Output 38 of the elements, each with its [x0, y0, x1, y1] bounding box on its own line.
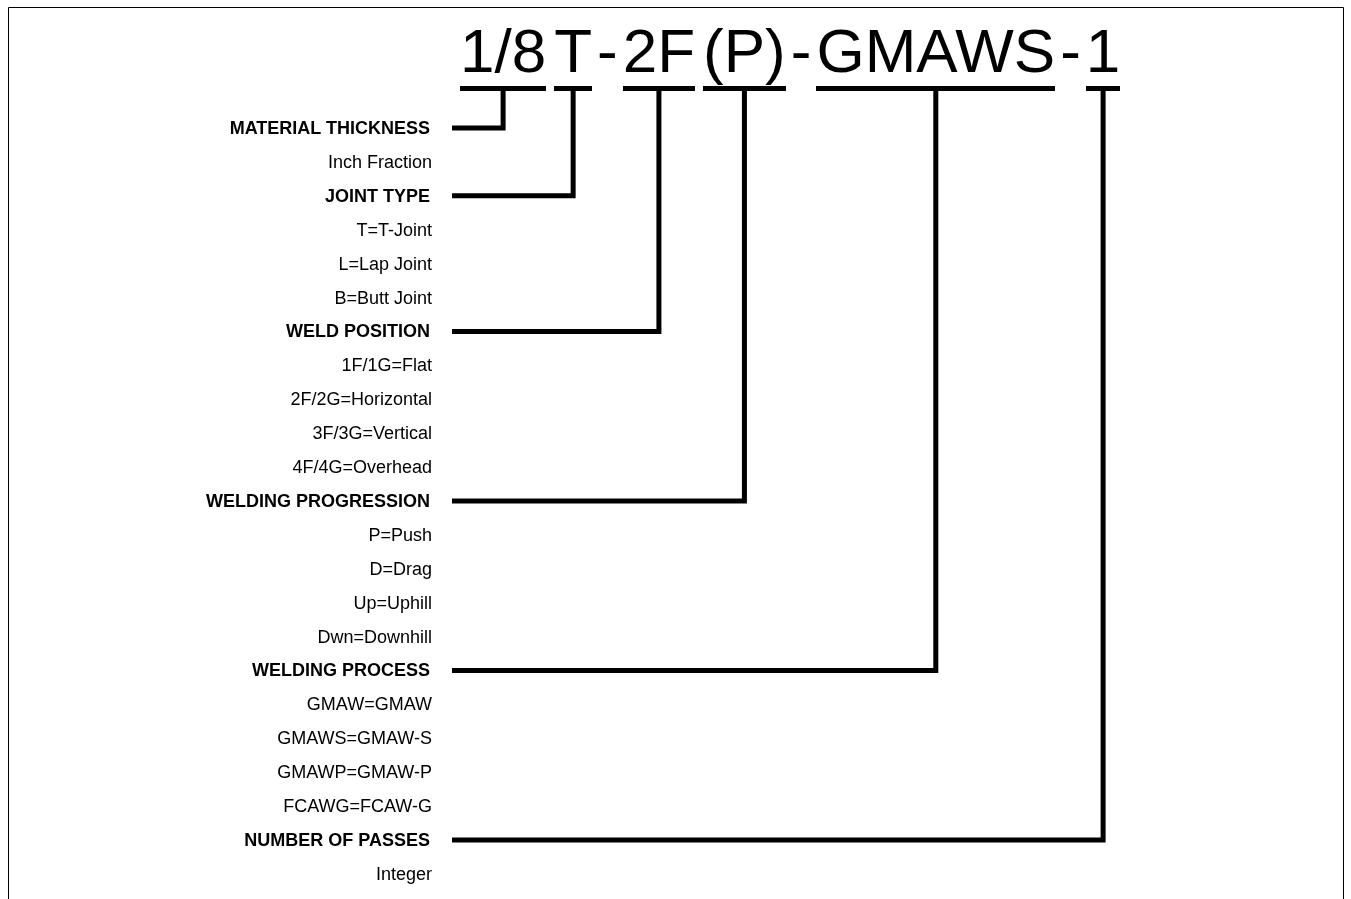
leader-line: [452, 89, 747, 504]
code-segment: GMAWS: [816, 16, 1056, 91]
option-text: Inch Fraction: [326, 150, 432, 173]
leader-line: [452, 89, 939, 673]
option-text: 3F/3G=Vertical: [311, 422, 432, 445]
category-heading: WELD POSITION: [40, 320, 452, 343]
separator-dash: -: [790, 16, 812, 86]
category-heading: WELDING PROCESS: [40, 659, 452, 682]
option-text: L=Lap Joint: [337, 252, 432, 275]
option-text: P=Push: [367, 523, 432, 546]
option-text: B=Butt Joint: [333, 286, 432, 309]
leader-line: [452, 89, 662, 334]
option-text: FCAWG=FCAW-G: [282, 795, 432, 817]
option-text: Integer: [374, 862, 432, 885]
category-heading: MATERIAL THICKNESS: [40, 117, 452, 139]
code-segment: T: [554, 16, 593, 91]
option-text: D=Drag: [368, 557, 432, 580]
code-segment: 2F: [622, 16, 696, 91]
code-segment: (P): [703, 16, 786, 91]
category-heading: JOINT TYPE: [40, 184, 452, 207]
option-text: GMAWS=GMAW-S: [276, 727, 432, 750]
category-heading: NUMBER OF PASSES: [40, 828, 452, 851]
option-text: GMAWP=GMAW-P: [276, 761, 432, 784]
separator-dash: -: [1060, 16, 1081, 86]
option-text: 4F/4G=Overhead: [291, 456, 432, 478]
leader-line: [452, 89, 506, 131]
category-heading: WELDING PROGRESSION: [40, 489, 452, 512]
leader-line: [452, 89, 1106, 843]
option-text: 2F/2G=Horizontal: [289, 388, 432, 411]
code-segment: 1/8: [460, 16, 547, 91]
option-text: T=T-Joint: [355, 218, 432, 241]
option-text: Dwn=Downhill: [316, 625, 432, 648]
leader-line: [452, 89, 576, 199]
separator-dash: -: [597, 16, 618, 86]
code-segment: 1: [1085, 16, 1121, 91]
option-text: GMAW=GMAW: [305, 693, 432, 716]
option-text: Up=Uphill: [352, 591, 432, 614]
option-text: 1F/1G=Flat: [340, 354, 432, 377]
